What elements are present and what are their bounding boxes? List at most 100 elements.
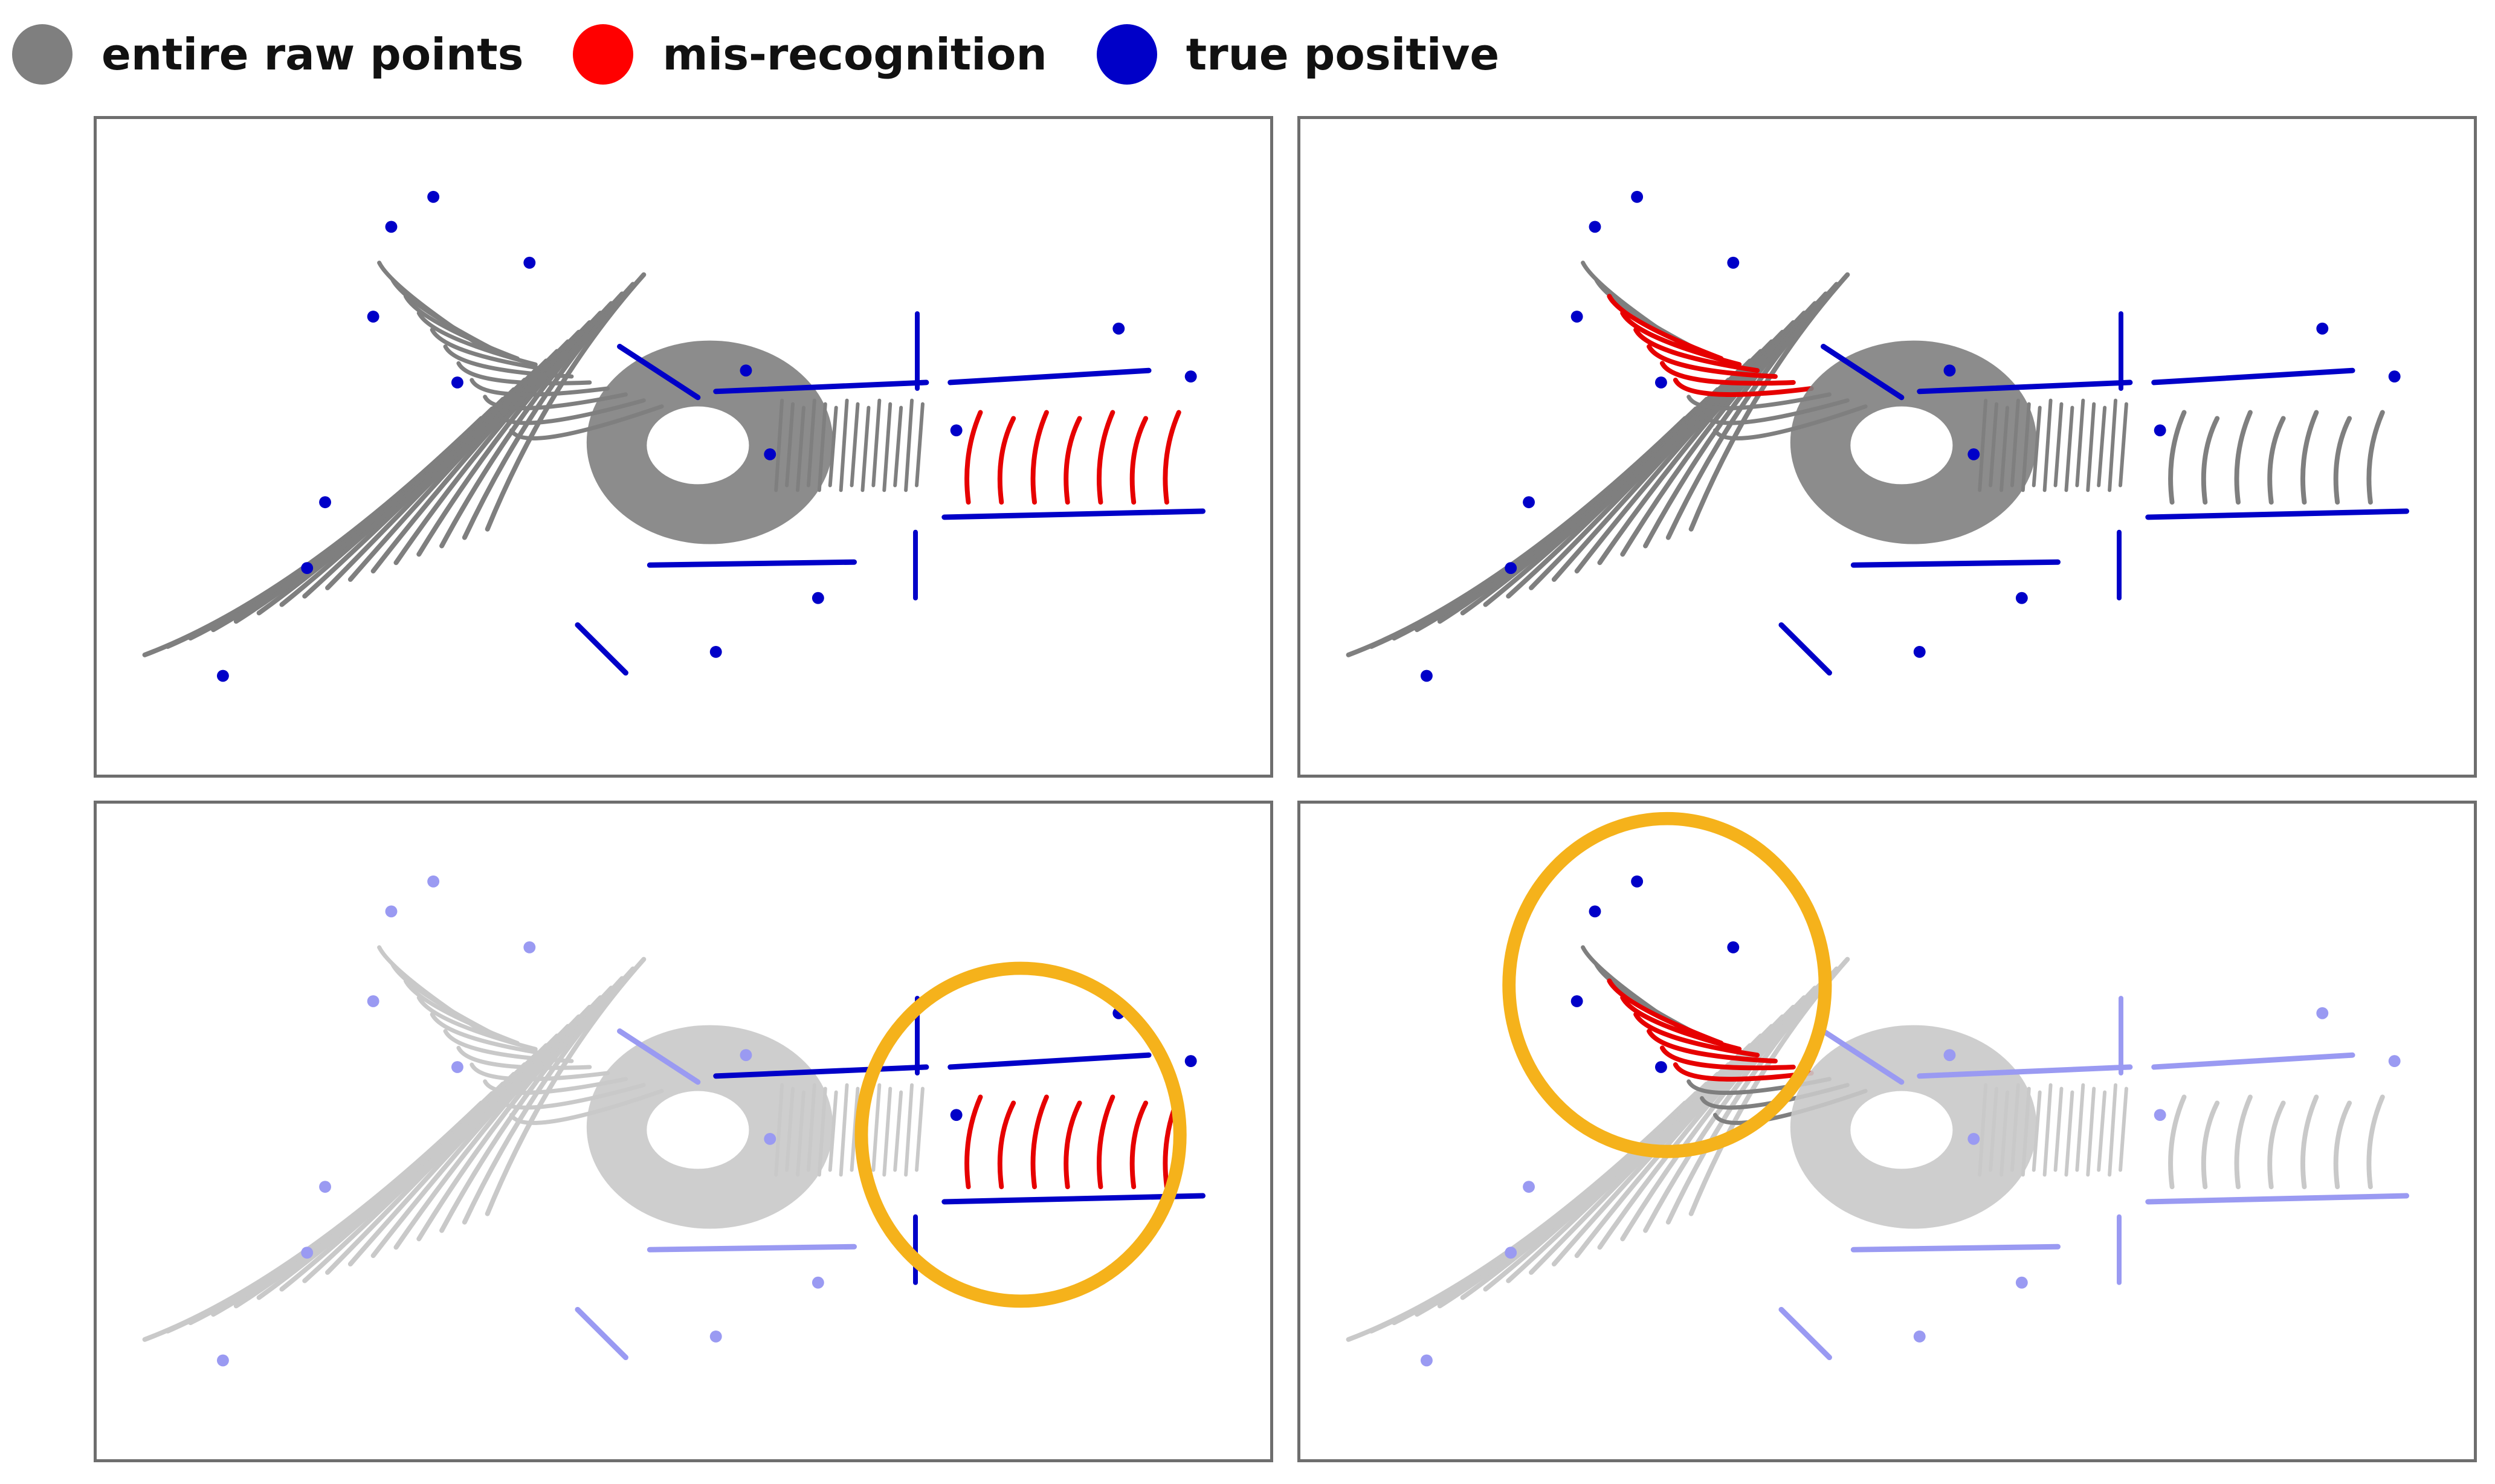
raw-arc-lower-left	[1369, 406, 1699, 649]
raw-scan-right	[774, 398, 784, 492]
scan-arc-right-road	[2333, 416, 2352, 505]
tp-cluster-dot	[385, 905, 398, 918]
raw-scan-right	[2075, 1083, 2085, 1172]
scan-arc-right-road	[2168, 410, 2187, 505]
raw-scan-right	[806, 398, 816, 488]
raw-arc-lower-left	[416, 986, 614, 1242]
tp-road-diagonal	[1821, 1028, 1905, 1085]
raw-arc-lower-left	[1620, 301, 1818, 557]
scan-arc-right-road	[2333, 1100, 2352, 1190]
tp-cluster-dot	[301, 562, 314, 575]
raw-scan-right	[915, 1086, 925, 1172]
tp-cluster-dot	[709, 1330, 722, 1343]
raw-scan-right	[2032, 405, 2042, 488]
tp-cluster-dot	[1505, 1247, 1517, 1259]
raw-scan-upper-left	[403, 294, 520, 361]
tp-cluster-dot	[523, 256, 536, 269]
raw-scan-upper-left	[483, 392, 628, 411]
tp-road-edge-bottom-right	[941, 1193, 1206, 1205]
raw-scan-right	[2000, 1090, 2009, 1177]
legend-item-mis: mis-recognition	[573, 24, 1047, 85]
raw-scan-right	[828, 405, 838, 488]
legend-label-mis: mis-recognition	[662, 29, 1047, 80]
raw-scan-right	[2097, 405, 2107, 488]
tp-cluster-dot	[2388, 1055, 2401, 1067]
raw-scan-right	[2075, 398, 2085, 488]
scan-arc-right-road	[964, 1094, 983, 1190]
legend-label-raw: entire raw points	[102, 29, 524, 80]
raw-arc-lower-left	[1506, 1033, 1764, 1283]
tp-cluster-dot	[812, 592, 824, 604]
raw-scan-upper-left	[470, 378, 610, 397]
roundabout-island	[1850, 1091, 1953, 1169]
tp-road-edge-top	[713, 379, 929, 395]
raw-scan-right	[2021, 402, 2031, 492]
raw-scan-upper-left	[483, 1077, 628, 1095]
raw-scan-right	[850, 402, 860, 488]
raw-scan-right	[860, 405, 871, 492]
scan-arc-right-road	[1030, 1094, 1049, 1190]
raw-scan-right	[1978, 1083, 1988, 1177]
raw-scan-right	[2086, 402, 2096, 492]
raw-scan-right	[871, 1083, 882, 1172]
tp-curb-bottom	[575, 622, 628, 676]
point-cloud-bottom-left	[142, 875, 1206, 1367]
raw-arc-lower-left	[165, 406, 495, 649]
raw-scan-upper-left	[1686, 392, 1832, 411]
tp-cluster-dot	[2154, 1109, 2166, 1121]
tp-cluster-dot	[451, 1061, 463, 1073]
raw-scan-upper-left	[430, 1012, 556, 1057]
scan-arc-right-road	[2168, 1094, 2187, 1190]
tp-road-diagonal	[617, 344, 701, 401]
raw-arc-lower-left	[462, 966, 636, 1225]
raw-scan-upper-left	[1633, 327, 1760, 373]
scan-arc-right-road	[964, 410, 983, 505]
raw-scan-upper-left	[1647, 1028, 1778, 1064]
raw-arc-lower-left	[439, 291, 625, 549]
raw-scan-right	[2042, 398, 2053, 492]
raw-scan-right	[785, 1086, 795, 1172]
tp-cluster-dot	[1913, 645, 1926, 658]
point-cloud-top-right	[1346, 190, 2410, 682]
tp-road-edge-top	[713, 1064, 929, 1079]
scan-arc-right-road	[1096, 410, 1115, 505]
panel-bottom-left	[94, 801, 1273, 1462]
tp-cluster-dot	[1967, 448, 1980, 460]
raw-scan-right	[785, 402, 795, 488]
tp-cluster-dot	[216, 669, 229, 682]
raw-arc-lower-left	[302, 349, 560, 599]
scan-arc-right-road	[1030, 410, 1049, 505]
raw-scan-right	[850, 1086, 860, 1172]
raw-scan-right	[828, 1090, 838, 1172]
tp-cluster-dot	[319, 1181, 332, 1193]
raw-scan-upper-left	[430, 327, 556, 373]
scan-arc-right-road	[1064, 1100, 1082, 1190]
tp-road-edge-top-right	[947, 1052, 1152, 1070]
raw-arc-lower-left	[165, 1091, 495, 1334]
raw-scan-right	[893, 1090, 903, 1172]
tp-road-edge-bottom	[647, 559, 857, 568]
raw-scan-right	[2119, 402, 2128, 488]
tp-cluster-dot	[1727, 941, 1740, 953]
raw-scan-right	[2010, 1083, 2020, 1172]
scan-arc-right-road	[1064, 416, 1082, 505]
scan-arc-right-road	[2366, 1094, 2385, 1190]
raw-scan-right	[817, 402, 827, 492]
raw-scan-upper-left	[1607, 978, 1724, 1046]
tp-cluster-dot	[1631, 875, 1644, 888]
tp-road-diagonal	[617, 1028, 701, 1085]
tp-cluster-dot	[427, 190, 440, 203]
tp-cluster-dot	[950, 1109, 963, 1121]
scan-arc-right-road	[2201, 1100, 2220, 1190]
highlight-circle	[1502, 811, 1832, 1158]
raw-scan-right	[882, 1086, 892, 1177]
tp-cluster-dot	[1523, 496, 1535, 509]
tp-cluster-dot	[1654, 1061, 1667, 1073]
tp-cluster-dot	[1943, 1049, 1956, 1062]
raw-scan-right	[796, 405, 805, 492]
raw-scan-right	[2000, 405, 2009, 492]
red-dot-icon	[573, 24, 634, 85]
scan-arc-right-road	[2234, 1094, 2253, 1190]
raw-arc-lower-left	[1665, 282, 1839, 540]
tp-cluster-dot	[764, 1132, 776, 1145]
